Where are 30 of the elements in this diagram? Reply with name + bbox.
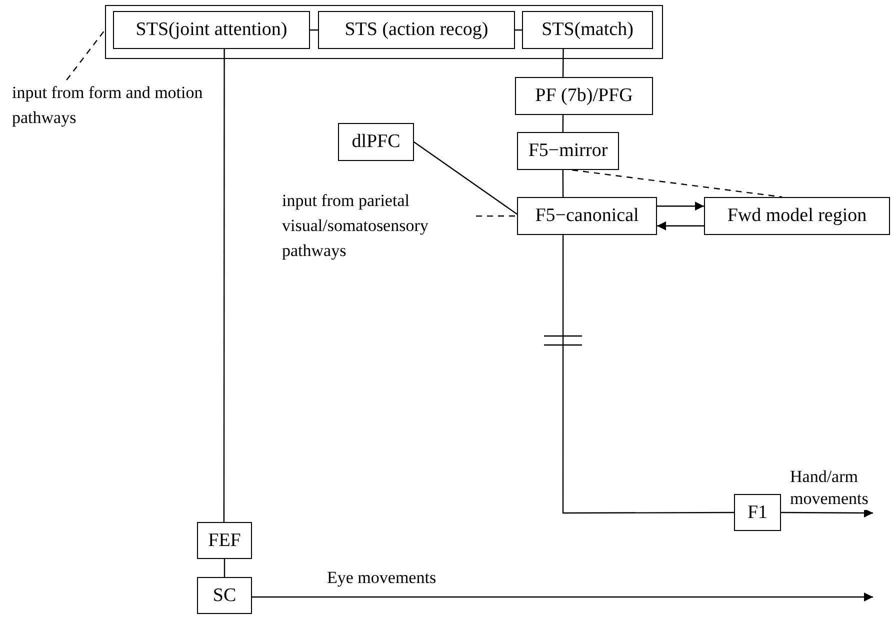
connector-line <box>562 49 564 77</box>
region-box: STS(joint attention) <box>113 11 310 49</box>
region-box: STS (action recog) <box>318 11 515 49</box>
region-box: Fwd model region <box>704 197 890 235</box>
arrow <box>252 592 873 602</box>
input-note: input from parietal visual/somatosensory pathways <box>282 188 476 266</box>
connector-line <box>224 559 226 577</box>
region-box: F5−canonical <box>517 197 657 235</box>
group-box <box>105 5 663 59</box>
region-box: F5−mirror <box>517 132 619 170</box>
connector-line <box>223 49 225 522</box>
connector-line <box>515 29 522 31</box>
arrow <box>657 202 704 211</box>
connector-line <box>562 170 564 197</box>
region-box: FEF <box>197 522 252 559</box>
region-box: STS(match) <box>522 11 653 49</box>
connector-line <box>310 29 318 31</box>
region-box: F1 <box>734 494 781 531</box>
dashed-line <box>476 215 517 217</box>
dashed-line <box>66 29 106 80</box>
dashed-line <box>572 169 782 198</box>
connector-line <box>414 142 518 215</box>
region-box: dlPFC <box>338 123 414 161</box>
arrow <box>781 508 873 518</box>
connector-line <box>562 115 564 132</box>
region-box: SC <box>197 577 252 614</box>
arrow <box>657 221 704 230</box>
region-box: PF (7b)/PFG <box>515 77 653 115</box>
connector-line <box>562 235 734 514</box>
input-note: input from form and motion pathways <box>12 80 222 134</box>
